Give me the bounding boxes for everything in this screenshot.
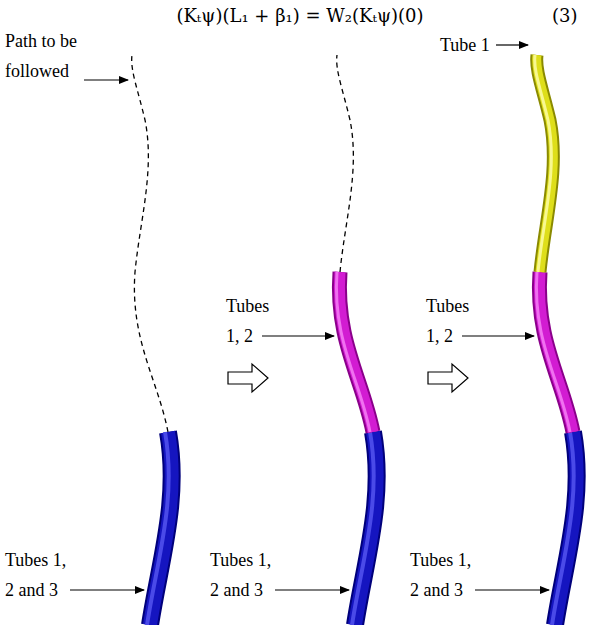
equation: (Kₜψ)(L₁ + β₁) = W₂(Kₜψ)(0)	[176, 4, 423, 28]
equation-number: (3)	[552, 4, 578, 28]
tube-label: Tubes 1, 2 and 3	[5, 545, 71, 605]
tube-label: Tube 1	[440, 30, 500, 60]
tube-label: Tubes 1, 2 and 3	[410, 545, 476, 605]
tube-label: Tubes 1, 2	[426, 291, 464, 351]
path-label: Path to be followed	[5, 26, 85, 86]
tube-label: Tubes 1, 2	[226, 291, 264, 351]
tube-label: Tubes 1, 2 and 3	[210, 545, 276, 605]
